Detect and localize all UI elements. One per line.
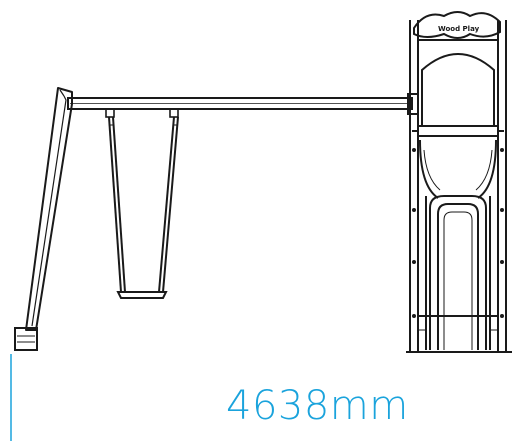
tower-arch-panel: [421, 53, 495, 126]
swing-a-frame-leg: [25, 87, 73, 331]
swing-chains: [108, 116, 179, 293]
play-tower-posts: [409, 20, 507, 352]
tower-side-panels: [419, 139, 497, 199]
leg-base-plate: [14, 327, 38, 351]
tower-sign: Wood Play: [413, 11, 501, 39]
swing-top-beam: [67, 97, 413, 110]
tower-feet: [406, 315, 512, 353]
tower-brand-label: Wood Play: [438, 25, 480, 33]
dimension-label: 4638mm: [226, 383, 409, 429]
tower-crossbar: [412, 125, 504, 137]
swing-seat: [116, 291, 168, 299]
tower-slide: [425, 195, 491, 350]
swing-hangers: [105, 108, 179, 118]
tower-bolts: [412, 148, 504, 318]
